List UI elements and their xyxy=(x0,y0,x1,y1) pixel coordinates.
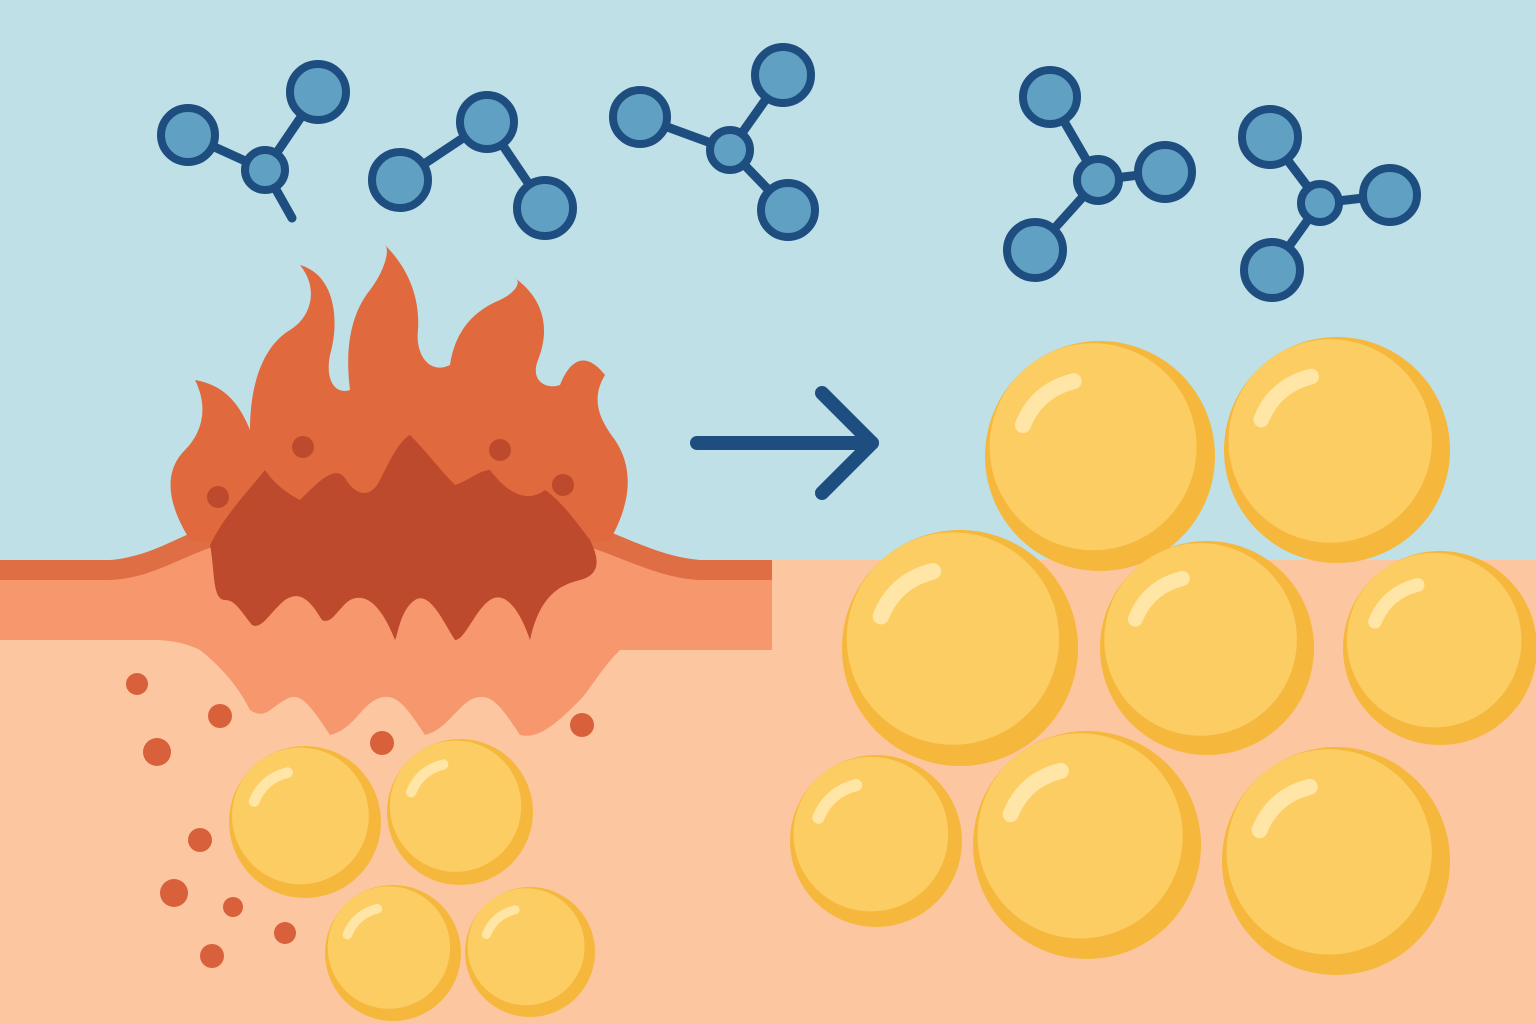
molecule xyxy=(157,60,350,223)
molecule-atom xyxy=(757,179,819,241)
fat-sphere xyxy=(1343,551,1536,745)
molecule-atom xyxy=(286,60,350,124)
sphere-highlight xyxy=(1002,762,1069,823)
molecule-atom xyxy=(1238,105,1302,169)
flame-spot xyxy=(292,436,314,458)
molecule xyxy=(1003,66,1196,282)
process-arrow xyxy=(690,386,879,500)
molecules xyxy=(157,43,1421,302)
molecule-atom xyxy=(1019,66,1081,128)
molecule-atom xyxy=(1297,180,1343,226)
sphere-highlight xyxy=(872,563,942,625)
flame-spots xyxy=(207,436,574,508)
sphere-body xyxy=(1104,543,1297,736)
fat-sphere xyxy=(325,885,461,1021)
sphere-highlight xyxy=(1251,778,1318,839)
right-fat-spheres xyxy=(790,337,1536,975)
inflammation-particle xyxy=(274,922,296,944)
molecule xyxy=(1238,105,1421,302)
molecule-atom xyxy=(368,148,432,212)
inflammation-particle xyxy=(143,738,171,766)
sphere-highlight xyxy=(1127,570,1190,627)
fat-sphere xyxy=(842,530,1078,766)
healthy-skin-panel xyxy=(772,337,1536,1024)
sphere-body xyxy=(989,343,1197,551)
molecule-atom xyxy=(706,126,754,174)
arrow-head xyxy=(815,386,879,500)
fat-sphere xyxy=(465,887,595,1017)
sphere-highlight xyxy=(1253,368,1319,428)
inflamed-skin-panel xyxy=(0,245,772,1024)
molecule-atom xyxy=(157,104,219,166)
fat-sphere xyxy=(973,731,1201,959)
molecule-atom xyxy=(241,146,289,194)
inflammation-particle xyxy=(370,731,394,755)
inflammation-particle xyxy=(188,828,212,852)
sphere-highlight xyxy=(1014,373,1082,433)
molecule xyxy=(609,43,819,241)
inflammation-particle xyxy=(223,897,243,917)
flame-spot xyxy=(489,439,511,461)
fat-sphere xyxy=(985,341,1215,571)
molecule-atom xyxy=(1240,238,1304,302)
sphere-body xyxy=(846,532,1060,745)
molecule-atom xyxy=(1003,218,1067,282)
inflammation-particles xyxy=(126,673,594,968)
inflammation-flame-inner xyxy=(210,435,597,640)
inflammation-particle xyxy=(200,944,224,968)
sphere-highlight xyxy=(248,767,293,807)
sphere-body xyxy=(389,740,522,872)
sphere-body xyxy=(1228,339,1432,543)
fat-sphere xyxy=(790,755,962,927)
sphere-body xyxy=(1346,552,1522,728)
sphere-body xyxy=(467,888,585,1006)
inflammation-particle xyxy=(160,879,188,907)
molecule-atom xyxy=(1359,164,1421,226)
left-fat-spheres xyxy=(229,739,595,1021)
inflammation-particle xyxy=(126,673,148,695)
flame-spot xyxy=(552,474,574,496)
sphere-body xyxy=(232,747,369,885)
fat-sphere xyxy=(387,739,533,885)
inflammation-flame-outer xyxy=(170,245,628,546)
fat-sphere xyxy=(1100,541,1314,755)
molecule-atom xyxy=(456,91,518,153)
sphere-highlight xyxy=(1368,578,1425,629)
molecule-atom xyxy=(751,43,815,107)
sphere-body xyxy=(327,886,451,1009)
molecule-atom xyxy=(513,176,577,240)
sphere-body xyxy=(793,756,949,912)
sphere-body xyxy=(1226,749,1432,955)
molecule-atom xyxy=(609,86,671,148)
flame-spot xyxy=(207,486,229,508)
fat-sphere xyxy=(1224,337,1450,563)
molecule-atom xyxy=(1073,155,1123,205)
fat-sphere xyxy=(229,746,381,898)
sphere-highlight xyxy=(342,904,383,940)
inflammation-particle xyxy=(570,713,594,737)
sphere-highlight xyxy=(812,779,863,824)
sphere-highlight xyxy=(405,759,449,798)
molecule-atom xyxy=(1134,141,1196,203)
fat-sphere xyxy=(1222,747,1450,975)
molecule xyxy=(368,91,577,240)
inflammation-particle xyxy=(208,704,232,728)
sphere-body xyxy=(977,733,1183,939)
sphere-highlight xyxy=(481,905,520,939)
